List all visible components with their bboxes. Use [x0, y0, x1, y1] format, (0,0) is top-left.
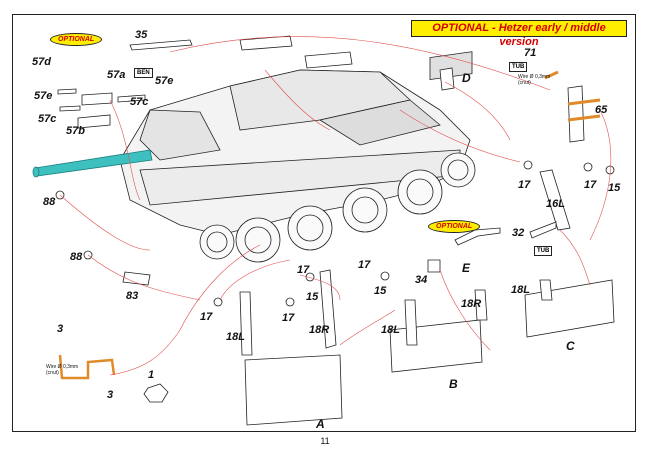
part-57c-a — [59, 105, 81, 112]
label-17-e: 17 — [200, 311, 213, 323]
part-83 — [122, 271, 151, 286]
label-17-a: 17 — [518, 179, 531, 191]
bracket-18r-a — [319, 269, 337, 349]
label-34: 34 — [415, 274, 428, 286]
engine-deck — [318, 99, 441, 146]
label-65: 65 — [595, 104, 608, 116]
label-a: A — [316, 417, 325, 431]
part-57a — [81, 92, 113, 106]
optional-badge-top: OPTIONAL — [50, 33, 103, 46]
wire-note-top: Wire Ø 0,3mm (cnut) — [518, 74, 551, 86]
bracket-18l-c — [539, 279, 553, 301]
part-e — [454, 227, 501, 246]
label-17-c: 17 — [297, 264, 310, 276]
part-roof-mid — [304, 51, 353, 69]
bracket-16l — [539, 169, 571, 231]
label-57e-left: 57e — [34, 90, 53, 102]
optional-badge-right: OPTIONAL — [428, 220, 481, 233]
label-15-b: 15 — [374, 285, 387, 297]
label-35: 35 — [135, 29, 148, 41]
plate-b — [389, 319, 483, 373]
part-34 — [427, 259, 441, 273]
page-number: 11 — [320, 436, 330, 446]
page-frame — [12, 14, 636, 432]
label-32: 32 — [512, 227, 525, 239]
label-88-top: 88 — [43, 196, 56, 208]
label-16l: 16L — [546, 198, 565, 210]
label-17-f: 17 — [282, 312, 295, 324]
part-65 — [567, 85, 585, 143]
label-18l-b: 18L — [381, 324, 400, 336]
label-17-d: 17 — [358, 259, 371, 271]
label-57a: 57a — [107, 69, 126, 81]
tag-tub-top: TUB — [509, 62, 528, 72]
label-18r-a: 18R — [309, 324, 330, 336]
tag-tub-right: TUB — [534, 246, 553, 256]
label-83: 83 — [126, 290, 139, 302]
part-d — [439, 67, 455, 91]
label-1: 1 — [148, 369, 155, 381]
part-57e — [57, 88, 77, 95]
label-57d: 57d — [32, 56, 51, 68]
wire-3 — [58, 354, 116, 380]
part-32 — [529, 221, 557, 239]
bracket-18l-a — [239, 291, 253, 356]
part-35 — [129, 39, 193, 51]
label-57c-right: 57c — [130, 96, 149, 108]
label-57c-left: 57c — [38, 113, 57, 125]
part-1 — [143, 383, 169, 403]
label-71: 71 — [524, 47, 537, 59]
label-18l-c: 18L — [511, 284, 530, 296]
label-d: D — [462, 71, 471, 85]
label-17-b: 17 — [584, 179, 597, 191]
label-e: E — [462, 261, 471, 275]
label-18r-b: 18R — [461, 298, 482, 310]
label-88-bottom: 88 — [70, 251, 83, 263]
part-57b — [77, 114, 111, 129]
label-3-bottom: 3 — [107, 389, 114, 401]
bracket-18r-b — [474, 289, 488, 321]
label-15-a: 15 — [608, 182, 621, 194]
washers — [55, 160, 615, 307]
label-15-c: 15 — [306, 291, 319, 303]
guide-lines — [59, 36, 612, 376]
gun-mantlet — [139, 109, 221, 161]
road-wheels — [199, 152, 476, 263]
bracket-18l-b — [404, 299, 418, 346]
part-57c-b — [117, 94, 146, 103]
label-c: C — [566, 339, 575, 353]
label-18l-a: 18L — [226, 331, 245, 343]
tag-ben: BEN — [134, 68, 153, 78]
label-57b: 57b — [66, 125, 85, 137]
part-roof-top — [239, 35, 293, 51]
label-3-top: 3 — [57, 323, 64, 335]
label-57e-right: 57e — [155, 75, 174, 87]
plate-c — [524, 279, 615, 338]
label-b: B — [449, 377, 458, 391]
wire-note-bottom: Wire Ø 0,3mm (cnut) — [46, 364, 79, 376]
plate-a — [244, 354, 343, 426]
page-title: OPTIONAL - Hetzer early / middle version — [411, 20, 627, 48]
